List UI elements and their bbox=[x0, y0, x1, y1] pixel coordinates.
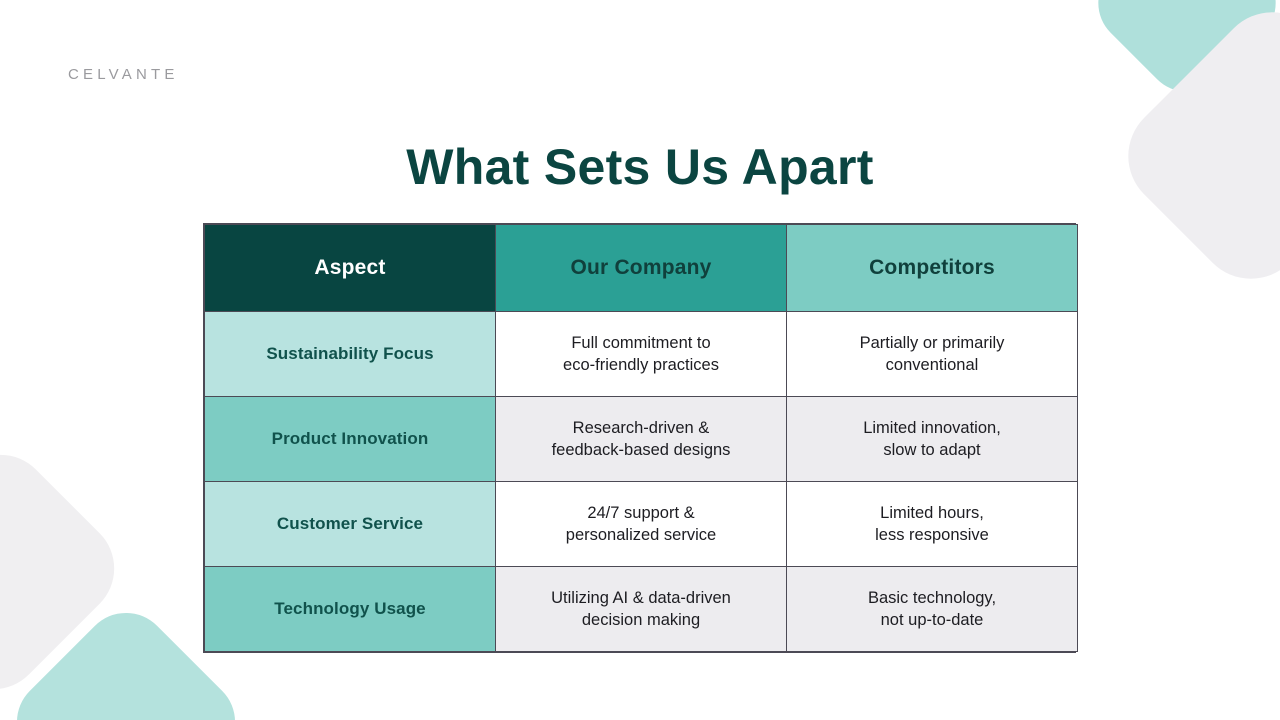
cell-line: conventional bbox=[885, 356, 979, 374]
table-row: Technology Usage Utilizing AI & data-dri… bbox=[204, 566, 1078, 652]
decor-shape-bottom-left-gray bbox=[0, 434, 135, 710]
cell-line: Basic technology, bbox=[867, 588, 997, 607]
cell-competitors-customer-service: Limited hours, less responsive bbox=[786, 481, 1078, 567]
cell-our-company-customer-service: 24/7 support & personalized service bbox=[495, 481, 787, 567]
cell-competitors-technology-usage: Basic technology, not up-to-date bbox=[786, 566, 1078, 652]
cell-line: 24/7 support & bbox=[587, 503, 695, 522]
cell-line: feedback-based designs bbox=[551, 441, 731, 459]
table-body: Sustainability Focus Full commitment to … bbox=[204, 311, 1078, 652]
cell-competitors-sustainability: Partially or primarily conventional bbox=[786, 311, 1078, 397]
cell-line: slow to adapt bbox=[883, 441, 981, 459]
cell-line: Partially or primarily bbox=[859, 333, 1005, 352]
cell-our-company-product-innovation: Research-driven & feedback-based designs bbox=[495, 396, 787, 482]
cell-line: Limited innovation, bbox=[863, 418, 1001, 437]
column-header-our-company: Our Company bbox=[495, 224, 787, 312]
table-row: Sustainability Focus Full commitment to … bbox=[204, 311, 1078, 397]
cell-line: decision making bbox=[581, 611, 701, 629]
row-label-customer-service: Customer Service bbox=[204, 481, 496, 567]
comparison-table: Aspect Our Company Competitors Sustainab… bbox=[204, 224, 1078, 652]
cell-line: not up-to-date bbox=[880, 611, 984, 629]
cell-line: eco-friendly practices bbox=[563, 356, 719, 374]
table-row: Customer Service 24/7 support & personal… bbox=[204, 481, 1078, 567]
row-label-technology-usage: Technology Usage bbox=[204, 566, 496, 652]
brand-logo: CELVANTE bbox=[68, 66, 179, 83]
decor-shape-top-right-teal bbox=[1080, 0, 1280, 110]
cell-line: less responsive bbox=[875, 526, 989, 544]
cell-our-company-technology-usage: Utilizing AI & data-driven decision maki… bbox=[495, 566, 787, 652]
cell-competitors-product-innovation: Limited innovation, slow to adapt bbox=[786, 396, 1078, 482]
cell-line: Limited hours, bbox=[880, 503, 984, 522]
column-header-aspect: Aspect bbox=[204, 224, 496, 312]
table-row: Product Innovation Research-driven & fee… bbox=[204, 396, 1078, 482]
row-label-sustainability-focus: Sustainability Focus bbox=[204, 311, 496, 397]
table-header: Aspect Our Company Competitors bbox=[204, 224, 1078, 312]
cell-line: Research-driven & bbox=[572, 418, 710, 437]
row-label-product-innovation: Product Innovation bbox=[204, 396, 496, 482]
table-header-row: Aspect Our Company Competitors bbox=[204, 224, 1078, 312]
cell-line: Utilizing AI & data-driven bbox=[551, 588, 731, 607]
page-title: What Sets Us Apart bbox=[406, 139, 874, 195]
cell-our-company-sustainability: Full commitment to eco-friendly practice… bbox=[495, 311, 787, 397]
cell-line: personalized service bbox=[565, 526, 717, 544]
cell-line: Full commitment to bbox=[571, 333, 711, 352]
comparison-table-container: Aspect Our Company Competitors Sustainab… bbox=[203, 223, 1078, 653]
column-header-competitors: Competitors bbox=[786, 224, 1078, 312]
